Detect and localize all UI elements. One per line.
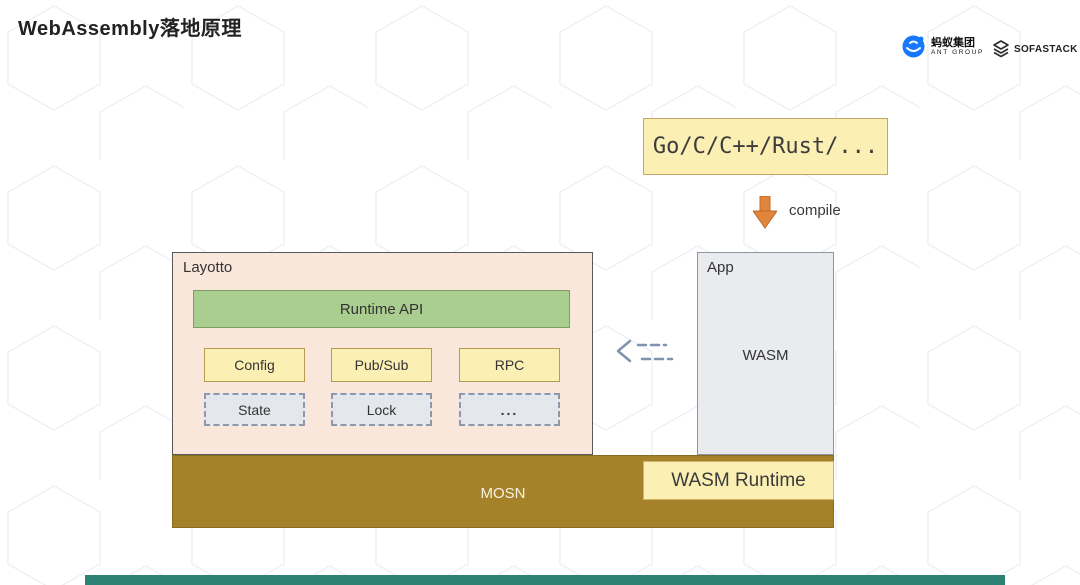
component-config: Config (204, 348, 305, 382)
app-title: App (707, 259, 734, 276)
runtime-api-label: Runtime API (339, 300, 424, 318)
app-box: App WASM (697, 252, 834, 455)
app-wasm-label: WASM (742, 347, 789, 364)
mosn-label: MOSN (480, 485, 526, 502)
component-pubsub: Pub/Sub (331, 348, 432, 382)
wasm-runtime-box: WASM Runtime (643, 461, 834, 500)
ant-group-logo: 蚂蚁集团 ANT GROUP (901, 34, 984, 59)
page-title: WebAssembly落地原理 (18, 18, 242, 40)
sofastack-icon (993, 40, 1009, 58)
runtime-api-box: Runtime API (193, 290, 570, 328)
component-state: State (204, 393, 305, 426)
sofastack-wordmark: SOFASTACK (1014, 43, 1078, 55)
component-rpc: RPC (459, 348, 560, 382)
ant-group-icon (902, 35, 925, 58)
language-box: Go/C/C++/Rust/... (643, 118, 888, 175)
component-pubsub-label: Pub/Sub (354, 357, 409, 373)
bidirectional-dashed-arrow-icon (616, 339, 674, 363)
bottom-accent-bar (85, 575, 1005, 585)
layotto-title: Layotto (183, 259, 233, 276)
component-rpc-label: RPC (494, 357, 525, 373)
compile-arrow-icon (753, 196, 777, 229)
layotto-box: Layotto Runtime API Config Pub/Sub RPC S… (172, 252, 593, 455)
ant-group-name-en: ANT GROUP (931, 48, 984, 56)
language-box-label: Go/C/C++/Rust/... (652, 134, 879, 159)
component-config-label: Config (234, 357, 275, 373)
ant-group-name-cn: 蚂蚁集团 (931, 36, 975, 49)
component-lock-label: Lock (366, 401, 397, 418)
component-lock: Lock (331, 393, 432, 426)
component-more-label: ... (500, 401, 519, 418)
ant-group-wordmark: 蚂蚁集团 ANT GROUP (931, 37, 984, 56)
component-more: ... (459, 393, 560, 426)
component-state-label: State (238, 401, 271, 418)
wasm-runtime-label: WASM Runtime (671, 469, 806, 491)
sofastack-logo: SOFASTACK (992, 40, 1078, 58)
compile-label: compile (789, 202, 841, 219)
